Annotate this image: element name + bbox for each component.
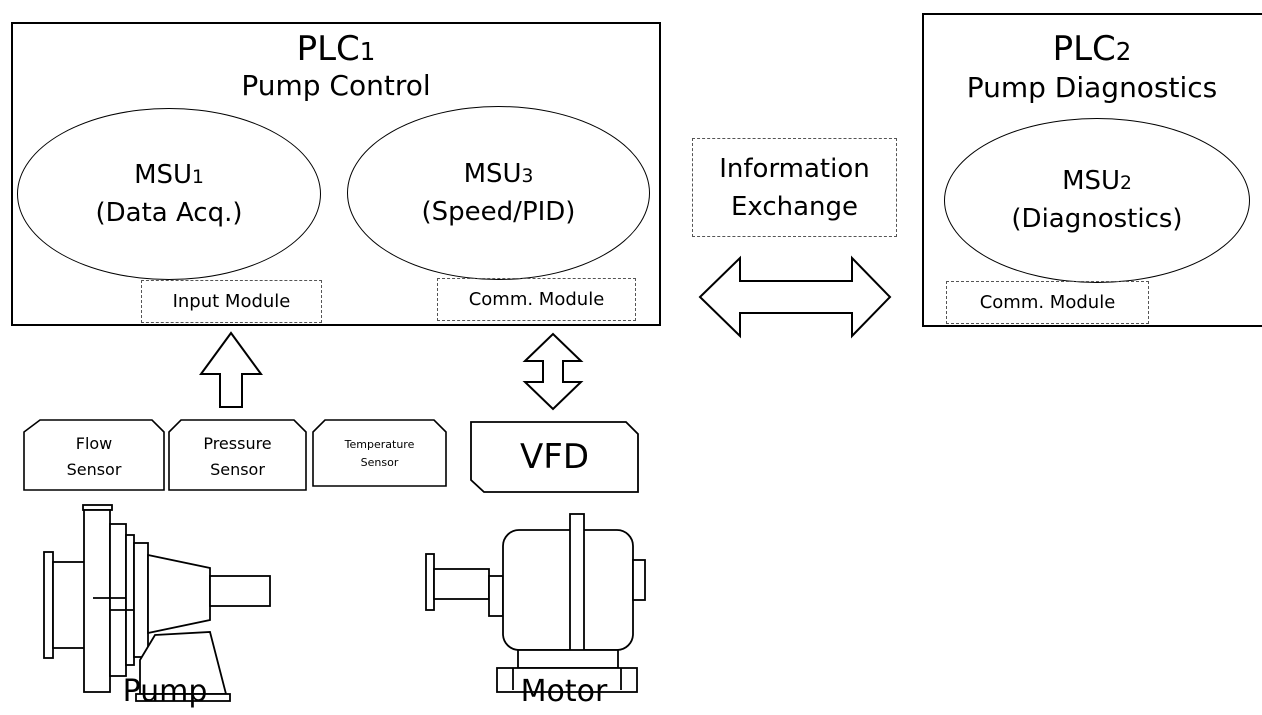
exchange-double-arrow: [698, 255, 892, 339]
msu2-ellipse: MSU2 (Diagnostics): [944, 118, 1250, 283]
plc1-subtitle: Pump Control: [241, 69, 431, 102]
motor-drawing: [425, 513, 646, 693]
exchange-line1: Information: [719, 153, 870, 184]
plc2-name: PLC: [1052, 29, 1116, 69]
vfd-box: [470, 421, 639, 493]
plc1-name: PLC: [296, 29, 360, 69]
msu3-role: (Speed/PID): [421, 196, 576, 227]
plc2-index: 2: [1115, 37, 1132, 66]
msu1-role: (Data Acq.): [95, 197, 243, 228]
msu2-role: (Diagnostics): [1011, 204, 1183, 234]
vfd-comm-double-arrow: [522, 332, 584, 411]
plc1-input-module: Input Module: [141, 280, 322, 323]
plc2-comm-module: Comm. Module: [946, 281, 1149, 324]
information-exchange-box: Information Exchange: [692, 138, 897, 237]
plc2-subtitle: Pump Diagnostics: [966, 71, 1218, 104]
flow-sensor-box: [23, 419, 165, 491]
plc1-title: PLC1: [11, 30, 661, 71]
sensor-input-up-arrow: [199, 331, 263, 408]
msu1-title: MSU1: [134, 159, 204, 190]
pump-label: Pump: [122, 674, 208, 709]
pump-drawing: [43, 504, 271, 702]
plc2-title: PLC2: [922, 30, 1262, 71]
msu3-ellipse: MSU3 (Speed/PID): [347, 106, 650, 280]
pressure-sensor-box: [168, 419, 307, 491]
motor-label: Motor: [520, 674, 608, 709]
temperature-sensor-box: [312, 419, 447, 487]
plc1-comm-module: Comm. Module: [437, 278, 636, 321]
msu3-title: MSU3: [463, 158, 534, 189]
msu1-ellipse: MSU1 (Data Acq.): [17, 108, 321, 280]
msu2-title: MSU2: [1062, 166, 1132, 196]
plc1-index: 1: [359, 37, 376, 66]
exchange-line2: Exchange: [730, 191, 859, 222]
vfd-label: VFD: [520, 437, 589, 477]
